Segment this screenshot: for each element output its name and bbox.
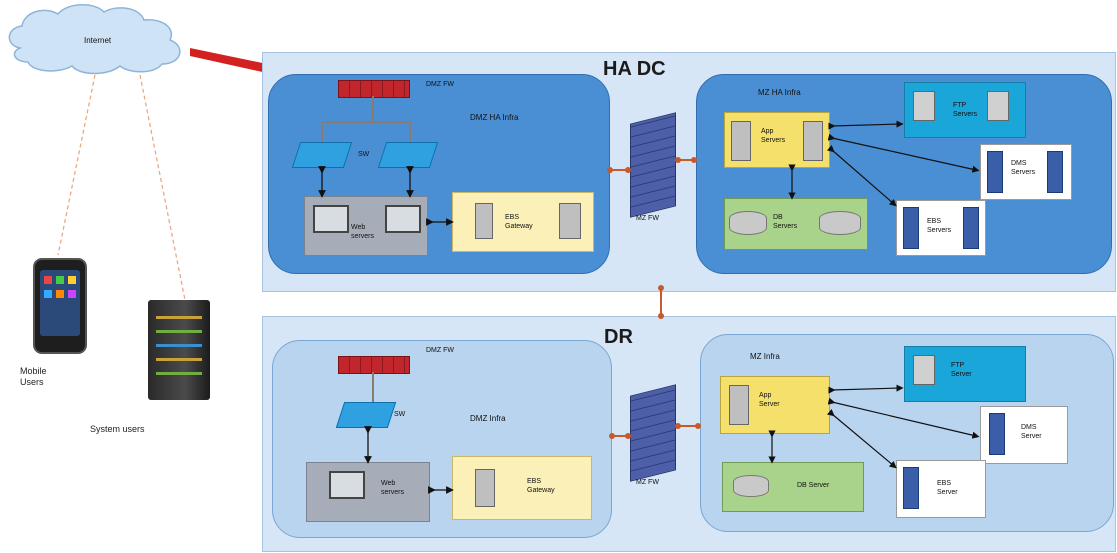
server-icon	[963, 207, 979, 249]
dr-app-label: App Server	[759, 392, 780, 408]
mobile-phone-icon	[33, 258, 87, 354]
database-icon	[733, 475, 769, 497]
dr-db-label: DB Server	[797, 482, 830, 489]
server-icon	[989, 413, 1005, 455]
system-users-label: System users	[90, 424, 145, 434]
mobile-users-label: Mobile Users	[20, 366, 47, 387]
dr-ftp-label: FTP Server	[951, 362, 972, 378]
dr-title: DR	[604, 326, 633, 348]
server-icon	[803, 121, 823, 161]
dr-dmz-fw-label: DMZ FW	[426, 347, 454, 354]
ha-mz-fw-label: MZ FW	[636, 215, 659, 222]
ha-dms-servers-box: DMS Servers	[980, 144, 1072, 200]
dr-ebs-label: EBS Server	[937, 480, 958, 496]
ha-ebs-gateway-label: EBS Gateway	[505, 214, 533, 230]
ha-db-label: DB Servers	[773, 214, 798, 230]
dr-mz-zone-label: MZ Infra	[750, 352, 780, 361]
ha-switch-label: SW	[358, 151, 370, 158]
system-link	[139, 74, 186, 301]
ha-ebs-label: EBS Servers	[927, 218, 952, 234]
server-icon	[913, 91, 935, 121]
server-icon	[987, 151, 1003, 193]
server-icon	[729, 385, 749, 425]
ha-mz-firewall-icon	[630, 112, 676, 218]
dr-db-server-box: DB Server	[722, 462, 864, 512]
server-icon	[559, 203, 581, 239]
dr-dms-label: DMS Server	[1021, 424, 1042, 440]
ha-ftp-label: FTP Servers	[953, 102, 978, 118]
server-icon	[475, 203, 493, 239]
ha-web-label: Web servers	[351, 224, 374, 240]
ha-switch-1-icon	[291, 142, 353, 168]
ha-web-servers-box: Web servers	[304, 196, 428, 256]
dr-ebs-server-box: EBS Server	[896, 460, 986, 518]
dr-switch-icon	[335, 402, 397, 428]
database-icon	[819, 211, 861, 235]
server-icon	[731, 121, 751, 161]
ha-app-servers-box: App Servers	[724, 112, 830, 168]
dr-dms-server-box: DMS Server	[980, 406, 1068, 464]
dr-app-server-box: App Server	[720, 376, 830, 434]
internet-cloud-icon	[8, 4, 181, 75]
ha-ebs-servers-box: EBS Servers	[896, 200, 986, 256]
ha-dms-label: DMS Servers	[1011, 160, 1036, 176]
dr-ftp-server-box: FTP Server	[904, 346, 1026, 402]
dr-dmz-zone-label: DMZ Infra	[470, 414, 506, 423]
monitor-icon	[329, 471, 365, 499]
ha-ebs-gateway-box: EBS Gateway	[452, 192, 594, 252]
ha-dmz-fw-label: DMZ FW	[426, 81, 454, 88]
server-icon	[1047, 151, 1063, 193]
ha-dc-title: HA DC	[603, 58, 666, 80]
ha-mz-zone-label: MZ HA Infra	[758, 88, 801, 97]
system-server-icon	[148, 300, 210, 400]
monitor-icon	[385, 205, 421, 233]
ha-db-servers-box: DB Servers	[724, 198, 868, 250]
ha-app-label: App Servers	[761, 128, 786, 144]
dr-mz-fw-label: MZ FW	[636, 479, 659, 486]
monitor-icon	[313, 205, 349, 233]
server-icon	[987, 91, 1009, 121]
ha-ftp-servers-box: FTP Servers	[904, 82, 1026, 138]
ha-switch-2-icon	[377, 142, 439, 168]
dr-web-label: Web servers	[381, 480, 404, 496]
server-icon	[903, 467, 919, 509]
server-icon	[475, 469, 495, 507]
dr-switch-label: SW	[394, 411, 406, 418]
internet-label: Internet	[84, 36, 112, 45]
dr-web-servers-box: Web servers	[306, 462, 430, 522]
database-icon	[729, 211, 767, 235]
server-icon	[903, 207, 919, 249]
server-icon	[913, 355, 935, 385]
dr-dmz-firewall-icon	[338, 356, 410, 374]
ha-dmz-zone-label: DMZ HA Infra	[470, 113, 519, 122]
dr-ebs-gateway-label: EBS Gateway	[527, 478, 555, 494]
dr-mz-firewall-icon	[630, 384, 676, 482]
ha-dmz-firewall-icon	[338, 80, 410, 98]
dr-ebs-gateway-box: EBS Gateway	[452, 456, 592, 520]
mobile-link	[57, 74, 96, 256]
